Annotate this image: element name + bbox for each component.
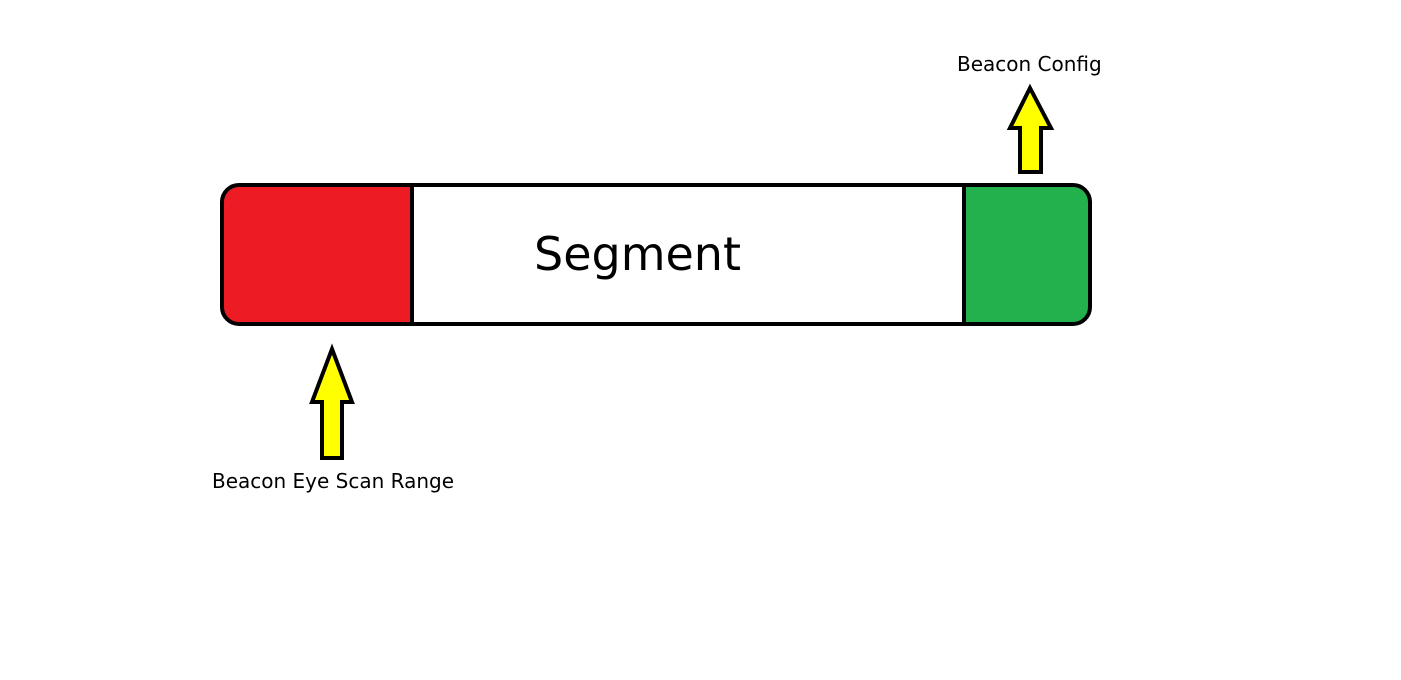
beacon-config-block <box>964 185 1090 324</box>
beacon-eye-scan-range-block <box>222 185 412 324</box>
segment-label: Segment <box>534 227 741 281</box>
segment-bar-outline <box>220 183 1092 326</box>
beacon-config-arrow <box>1006 83 1055 174</box>
beacon-eye-scan-range-label: Beacon Eye Scan Range <box>212 469 455 493</box>
beacon-eye-scan-range-arrow <box>309 343 355 460</box>
segment-block <box>412 185 964 324</box>
beacon-config-label: Beacon Config <box>957 52 1102 76</box>
segment-bar <box>220 183 1092 326</box>
